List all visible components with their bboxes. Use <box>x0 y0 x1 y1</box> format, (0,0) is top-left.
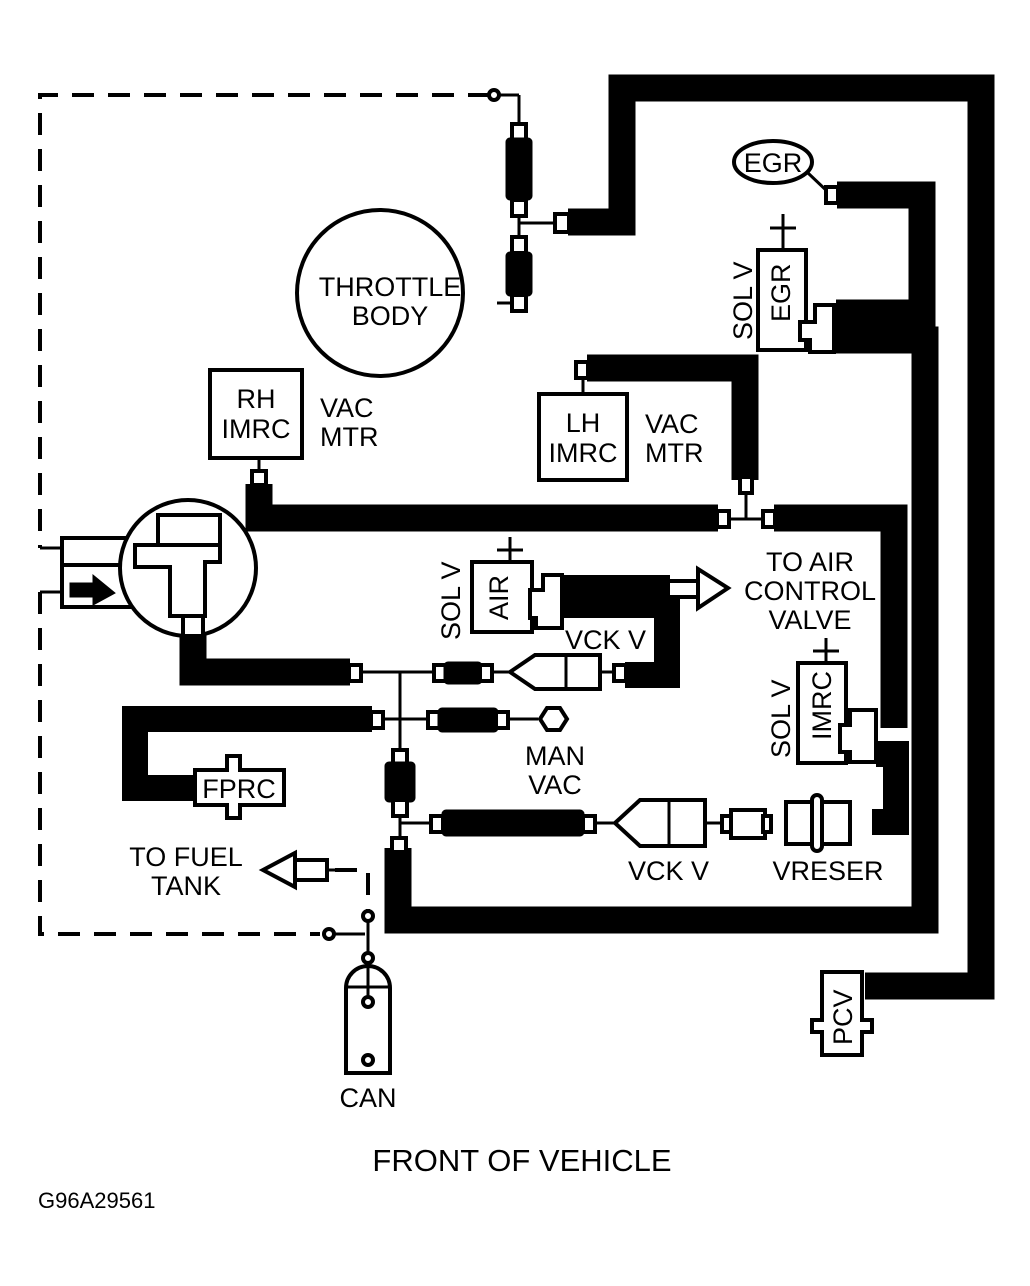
vacuum-reservoir: VRESER <box>705 793 884 886</box>
figure-id: G96A29561 <box>38 1188 155 1213</box>
lh-imrc-note-1: VAC <box>645 409 699 439</box>
air-control-label-2: CONTROL <box>744 576 876 606</box>
rh-imrc-note-2: MTR <box>320 422 378 452</box>
rh-imrc-label-1: RH <box>237 384 276 414</box>
fuel-tank-line: TO FUEL TANK <box>129 842 338 901</box>
fuel-tank-label-1: TO FUEL <box>129 842 243 872</box>
vck-valve-lower: VCK V <box>612 798 709 886</box>
fuel-tank-label-2: TANK <box>151 871 221 901</box>
purge-line-dashed <box>38 88 501 936</box>
egr-solenoid: EGR SOL V <box>728 214 836 354</box>
air-solenoid: AIR SOL V <box>436 537 564 640</box>
throttle-body: THROTTLE BODY <box>295 208 465 378</box>
throttle-body-label-1: THROTTLE <box>319 272 462 302</box>
lh-imrc-vac-motor: LH IMRC VAC MTR <box>537 354 759 520</box>
lh-imrc-note-2: MTR <box>645 438 703 468</box>
egr-solenoid-name: EGR <box>766 263 796 322</box>
canister-label: CAN <box>339 1083 396 1113</box>
fprc: FPRC <box>122 706 390 820</box>
fprc-label: FPRC <box>202 774 276 804</box>
vck-valve-upper: VCK V <box>506 625 646 691</box>
vck-to-air-solenoid-hose <box>562 592 680 688</box>
rh-imrc-note-1: VAC <box>320 393 374 423</box>
vck-valve-upper-label: VCK V <box>565 625 646 655</box>
canister: CAN <box>322 909 397 1113</box>
imrc-solenoid-to-reservoir-hose <box>872 741 909 835</box>
rh-imrc-label-2: IMRC <box>222 414 291 444</box>
imrc-solenoid: IMRC SOL V <box>766 638 878 765</box>
manifold-vacuum-port: MAN VAC <box>525 741 585 800</box>
vacuum-reservoir-label: VRESER <box>772 856 883 886</box>
lh-imrc-label-1: LH <box>566 408 601 438</box>
vck-valve-lower-label: VCK V <box>628 856 709 886</box>
imrc-vacuum-hose <box>245 484 908 728</box>
manifold-vacuum-label-2: VAC <box>528 770 582 800</box>
egr-solenoid-side-label: SOL V <box>728 261 758 340</box>
pcv-valve: PCV <box>810 970 874 1057</box>
imrc-solenoid-name: IMRC <box>807 671 837 740</box>
caption-front-of-vehicle: FRONT OF VEHICLE <box>372 1143 671 1178</box>
pcv-hose <box>553 74 995 1000</box>
air-control-label-1: TO AIR <box>766 547 854 577</box>
egr-valve: EGR <box>732 139 936 327</box>
tee-network <box>361 661 570 854</box>
egr-solenoid-to-imrc-hose <box>384 326 939 934</box>
throttle-body-label-2: BODY <box>352 301 429 331</box>
pcv-label: PCV <box>828 989 858 1045</box>
throttle-body-connectors <box>497 93 556 313</box>
imrc-solenoid-side-label: SOL V <box>766 679 796 758</box>
intake-to-tee-hose <box>179 635 350 686</box>
egr-valve-label: EGR <box>744 148 803 178</box>
vck-valve-lower-hose <box>429 809 615 837</box>
lh-imrc-label-2: IMRC <box>549 438 618 468</box>
air-control-label-3: VALVE <box>768 605 851 635</box>
intake-air-valve <box>60 498 258 638</box>
manifold-vacuum-label-1: MAN <box>525 741 585 771</box>
air-control-valve: TO AIR CONTROL VALVE <box>562 547 876 635</box>
air-solenoid-name: AIR <box>484 575 514 620</box>
air-solenoid-side-label: SOL V <box>436 561 466 640</box>
rh-imrc-vac-motor: RH IMRC VAC MTR <box>208 368 378 487</box>
